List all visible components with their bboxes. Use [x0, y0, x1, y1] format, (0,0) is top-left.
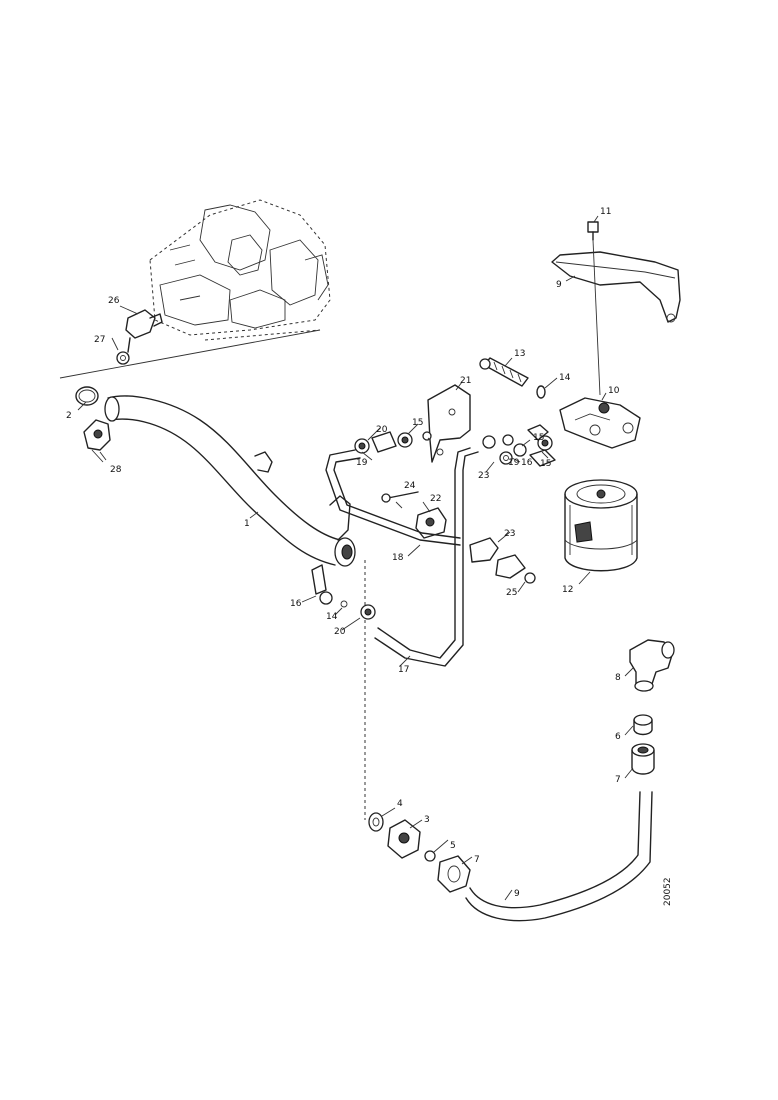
callout-13: 13 — [514, 349, 525, 359]
fittings-lower-left — [311, 564, 376, 620]
callout-20b: 20 — [334, 627, 346, 637]
callout-19b: 19 — [508, 458, 520, 468]
fittings-cluster-right — [482, 424, 556, 467]
callout-26: 26 — [108, 296, 120, 306]
callout-12: 12 — [562, 585, 573, 595]
washer-14 — [536, 385, 546, 399]
callout-7a: 7 — [474, 855, 480, 865]
elbow-8 — [629, 639, 675, 692]
drawing-code: 20052 — [663, 877, 673, 906]
callout-10: 10 — [608, 386, 620, 396]
tube-17 — [374, 447, 479, 667]
bolt-24 — [381, 491, 419, 503]
axis-line-11 — [592, 239, 601, 396]
callout-3: 3 — [424, 815, 430, 825]
callout-28: 28 — [110, 465, 122, 475]
callout-15c: 15 — [540, 459, 551, 469]
o-ring-2 — [75, 386, 99, 406]
callout-5: 5 — [450, 841, 456, 851]
bracket-9 — [551, 251, 681, 323]
callout-11: 11 — [600, 207, 611, 217]
fitting-13 — [479, 357, 529, 387]
fittings-lower-middle — [368, 812, 471, 893]
callout-24: 24 — [404, 481, 416, 491]
nut-7 — [631, 743, 655, 775]
tube-18 — [325, 449, 461, 546]
callout-23b: 23 — [478, 471, 489, 481]
fitting-26 — [119, 305, 163, 353]
callout-19a: 19 — [356, 458, 368, 468]
callout-14a: 14 — [559, 373, 571, 383]
bolt-11 — [587, 221, 599, 241]
filter-head-10 — [559, 397, 641, 449]
nut-27 — [116, 351, 130, 365]
fittings-cluster-left — [354, 431, 432, 454]
callout-6: 6 — [615, 732, 621, 742]
callout-16b: 16 — [521, 458, 533, 468]
clamp-23 — [469, 537, 536, 584]
callout-labels: 1 2 3 4 5 6 7 7 8 9 10 11 12 13 14 14 15… — [66, 207, 621, 899]
ring-6 — [633, 714, 653, 736]
callout-23a: 23 — [504, 529, 515, 539]
callout-15b: 15 — [533, 433, 544, 443]
callout-1: 1 — [244, 519, 250, 529]
callout-15a: 15 — [412, 418, 423, 428]
callout-16a: 16 — [290, 599, 302, 609]
callout-25: 25 — [506, 588, 517, 598]
callout-18: 18 — [392, 553, 404, 563]
callout-27: 27 — [94, 335, 105, 345]
callout-9b: 9 — [514, 889, 520, 899]
oil-filter-12 — [564, 479, 638, 572]
callout-17: 17 — [398, 665, 409, 675]
callout-8: 8 — [615, 673, 621, 683]
callout-14b: 14 — [326, 612, 338, 622]
bracket-21 — [427, 384, 471, 463]
clamp-22 — [415, 507, 447, 539]
callout-22: 22 — [430, 494, 441, 504]
leader-lines — [77, 215, 634, 901]
engine-block — [59, 199, 331, 379]
callout-7b: 7 — [615, 775, 621, 785]
hose-8-lower — [465, 791, 653, 922]
fitting-28 — [83, 419, 111, 463]
callout-4: 4 — [397, 799, 403, 809]
callout-9: 9 — [556, 280, 562, 290]
main-pipe-1 — [104, 395, 356, 567]
callout-2: 2 — [66, 411, 72, 421]
callout-20a: 20 — [376, 425, 388, 435]
callout-21: 21 — [460, 376, 471, 386]
